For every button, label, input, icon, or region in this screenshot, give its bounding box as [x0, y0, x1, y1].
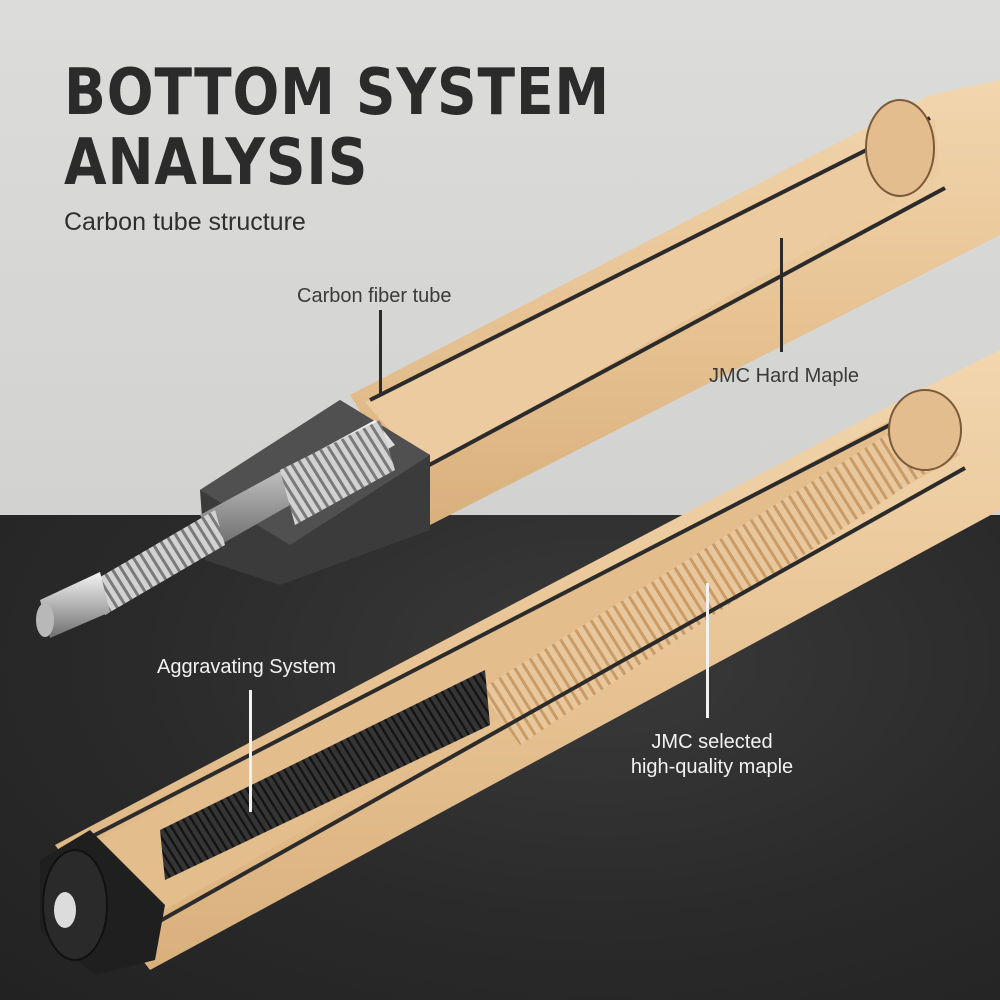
- callout-carbon-fiber-tube: Carbon fiber tube: [297, 285, 452, 307]
- leader-hard-maple: [780, 238, 783, 352]
- page-title: BOTTOM SYSTEM ANALYSIS: [64, 58, 610, 198]
- leader-aggravating-system: [249, 690, 252, 812]
- weight-bolts: [160, 670, 490, 880]
- upper-cue-cutaway: [365, 118, 940, 470]
- title-line-2: ANALYSIS: [64, 126, 369, 200]
- callout-hard-maple: JMC Hard Maple: [709, 365, 860, 387]
- title-line-1: BOTTOM SYSTEM: [64, 56, 611, 130]
- joint-pin-threads-inner: [280, 420, 395, 525]
- callout-selected-maple-line-2: high-quality maple: [630, 756, 794, 778]
- upper-carbon-line-top: [369, 116, 931, 402]
- subtitle: Carbon tube structure: [64, 208, 306, 236]
- upper-cue-end-face: [865, 99, 935, 197]
- leader-carbon-fiber-tube: [379, 310, 382, 394]
- leader-selected-maple: [706, 583, 709, 718]
- bolt-socket: [54, 892, 76, 928]
- callout-selected-maple: JMC selected high-quality maple: [607, 730, 817, 780]
- upper-cue-section: [36, 80, 1000, 638]
- joint-pin-threads: [95, 510, 225, 615]
- upper-carbon-line-bottom: [419, 186, 946, 472]
- maple-ribbed-core: [480, 420, 945, 745]
- joint-pin-tip-face: [36, 603, 54, 637]
- lower-cue-end-face: [888, 389, 962, 471]
- joint-pin-tip: [40, 572, 110, 638]
- callout-aggravating-system: Aggravating System: [157, 656, 336, 678]
- lower-cue-section: [40, 350, 1000, 975]
- lower-carbon-line-bottom: [134, 466, 966, 937]
- lower-carbon-line-top: [84, 410, 916, 842]
- callout-selected-maple-line-1: JMC selected: [651, 731, 773, 753]
